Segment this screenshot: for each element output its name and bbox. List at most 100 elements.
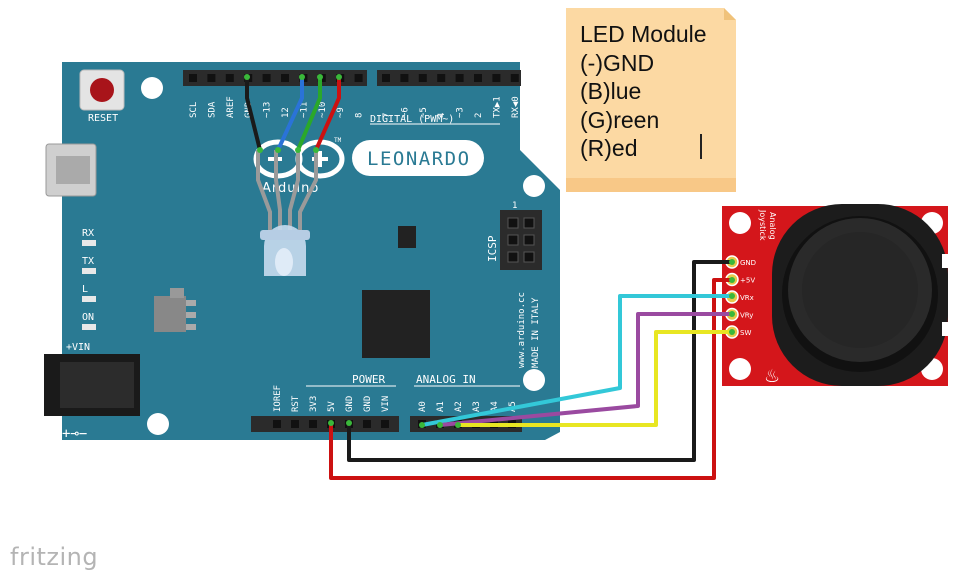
pin-label: ~6 xyxy=(400,107,410,118)
tm-mark: TM xyxy=(334,137,342,144)
icsp-label: ICSP xyxy=(486,235,499,262)
wire-endpoint xyxy=(299,74,305,80)
joystick-pin-label: GND xyxy=(740,259,756,267)
pin-label: A3 xyxy=(472,401,482,412)
pin-label: 7 xyxy=(382,113,392,118)
header-pin xyxy=(189,74,197,82)
icsp-pin xyxy=(523,217,535,229)
microcontroller-chip xyxy=(362,290,430,358)
led-label: ON xyxy=(82,312,94,323)
pin-label: SDA xyxy=(207,101,217,118)
wire-endpoint xyxy=(275,147,281,153)
header-pin xyxy=(262,74,271,82)
wire-endpoint xyxy=(729,293,735,299)
mounting-hole xyxy=(729,212,751,234)
wire-endpoint xyxy=(295,147,301,153)
wire-joystick-vrx xyxy=(421,294,732,427)
status-led xyxy=(82,240,96,246)
joystick-pin-label: +5V xyxy=(740,277,755,285)
led-rim xyxy=(260,230,310,240)
icsp-header xyxy=(500,210,542,270)
rgb-led xyxy=(256,150,318,276)
wire-endpoint xyxy=(313,147,319,153)
pin-label: 4 xyxy=(437,113,447,118)
wire-led-blue xyxy=(276,75,304,152)
power-header xyxy=(251,416,399,432)
pin-label: A2 xyxy=(454,401,464,412)
model-badge xyxy=(352,140,484,176)
note-line: (R)ed xyxy=(580,135,638,161)
text-caret xyxy=(700,134,702,159)
header-pin xyxy=(474,74,482,82)
pin-label: VIN xyxy=(381,396,391,412)
website-label: www.arduino.cc xyxy=(517,292,527,368)
pin-label: IOREF xyxy=(273,385,283,412)
pin-label: ~11 xyxy=(299,102,309,118)
led-lead xyxy=(288,150,300,232)
voltage-regulator xyxy=(154,296,186,332)
made-in-label: MADE IN ITALY xyxy=(531,297,541,368)
wire-joystick-sw xyxy=(458,330,732,427)
wire-endpoint xyxy=(328,420,334,426)
icsp-pin xyxy=(523,251,535,263)
note-line: (-)GND xyxy=(580,49,655,76)
led-module-note[interactable]: LED Module (-)GND (B)lue (G)reen (R)ed xyxy=(566,8,736,192)
pin-label: ~5 xyxy=(419,107,429,118)
mounting-hole xyxy=(147,413,169,435)
wire-endpoint xyxy=(729,311,735,317)
header-pin xyxy=(492,74,501,82)
note-line: LED Module xyxy=(580,21,707,47)
joystick-subtitle: Joystick xyxy=(758,209,767,241)
pin-label: 2 xyxy=(474,113,484,118)
wire-endpoint xyxy=(455,422,461,428)
sparkfun-flame-icon: ♨ xyxy=(764,366,780,387)
fritzing-logo: fritzing xyxy=(10,543,99,571)
joystick-title: Analog xyxy=(768,212,777,240)
digital-header-right xyxy=(377,70,521,86)
pin-label: 5V xyxy=(327,401,337,412)
status-led xyxy=(82,296,96,302)
reset-button-cap[interactable] xyxy=(90,78,114,102)
regulator-pin xyxy=(186,312,196,318)
led-lead xyxy=(274,150,282,232)
icsp-pin xyxy=(507,234,519,246)
header-pin xyxy=(510,74,519,82)
regulator-pin xyxy=(186,300,196,306)
mounting-hole xyxy=(523,175,545,197)
note-footer-strip xyxy=(566,178,736,192)
wire-endpoint xyxy=(336,74,342,80)
board-name: LEONARDO xyxy=(367,148,471,170)
mounting-hole xyxy=(141,77,163,99)
wire-endpoint xyxy=(244,74,250,80)
pin-label: A0 xyxy=(418,401,428,412)
pin-label: ~10 xyxy=(318,102,328,118)
note-line: (G)reen xyxy=(580,106,660,133)
wire-endpoint xyxy=(729,277,735,283)
joystick-pin-label: VRy xyxy=(740,312,753,320)
wire-endpoints xyxy=(244,74,735,428)
polarity-symbol: +⊸− xyxy=(62,426,87,442)
pin-label: ~13 xyxy=(263,102,273,118)
small-chip xyxy=(398,226,416,248)
header-pin xyxy=(207,74,216,82)
pin-label: GND xyxy=(363,396,373,412)
power-jack-inner xyxy=(60,362,134,408)
wire-led-gnd xyxy=(245,75,262,152)
header-pin xyxy=(363,420,371,428)
mounting-hole xyxy=(523,369,545,391)
wire-joystick-5v xyxy=(329,278,732,480)
led-lead xyxy=(256,150,272,232)
wire-endpoint xyxy=(437,422,443,428)
joystick-knob-top xyxy=(802,232,918,348)
pin-label: 8 xyxy=(355,113,365,118)
pin-label: GND xyxy=(345,396,355,412)
joystick-pin-label: VRx xyxy=(740,294,754,302)
vin-label: +VIN xyxy=(66,342,90,353)
pin-label: A1 xyxy=(436,401,446,412)
power-label: POWER xyxy=(352,373,385,386)
note-line: (B)lue xyxy=(580,78,642,104)
status-led xyxy=(82,268,96,274)
